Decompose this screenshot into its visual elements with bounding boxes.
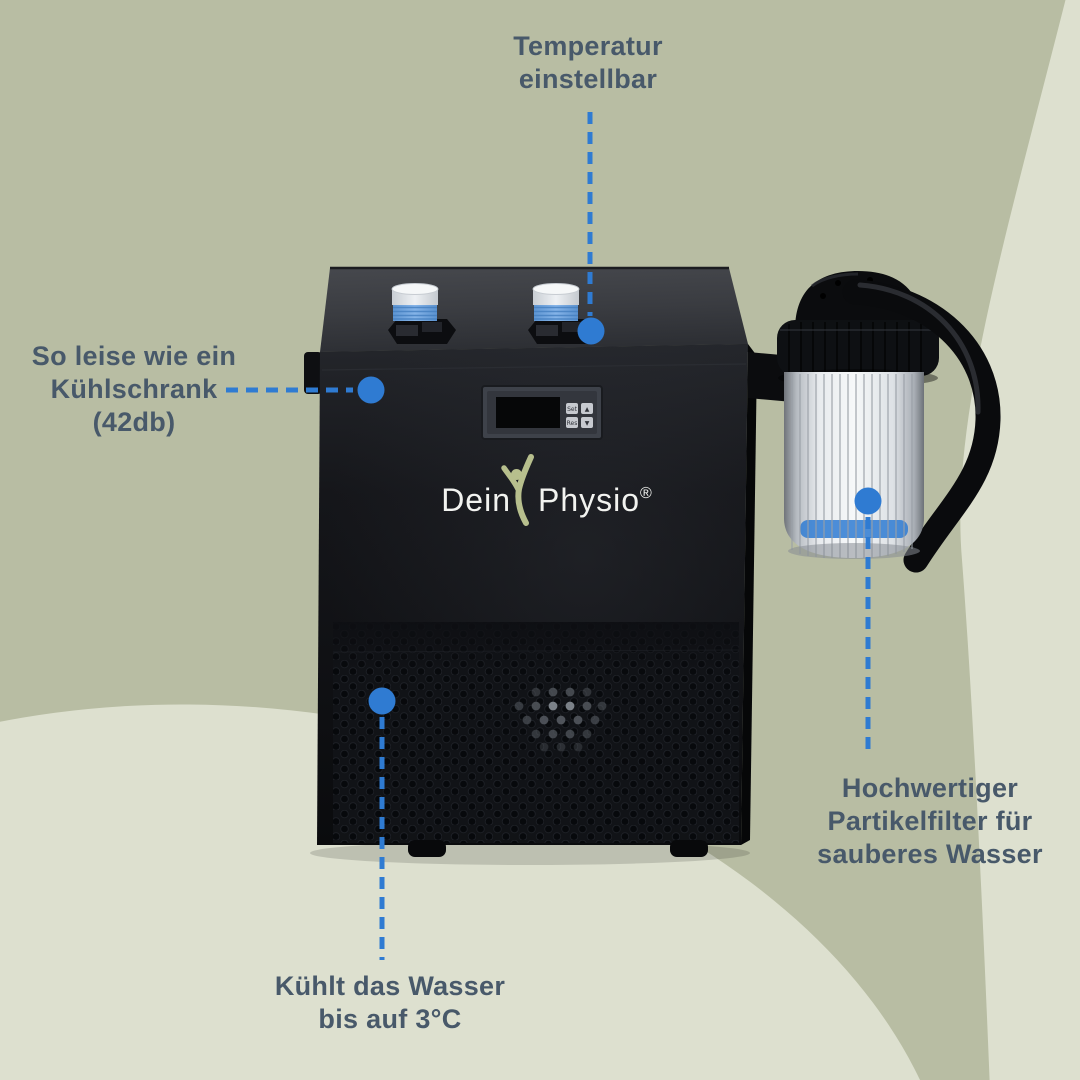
background-blob-bottom-left <box>0 704 957 1080</box>
cap-threads <box>534 306 578 320</box>
button-res[interactable] <box>566 417 578 428</box>
label-noise-line2: Kühlschrank <box>50 374 218 404</box>
device-panel-line <box>321 363 747 371</box>
cap-base-glint <box>536 325 558 336</box>
display-buttons: Set ▲ Res ▼ <box>566 403 593 428</box>
button-set-label: Set <box>567 406 578 413</box>
cap-thread-blue <box>534 304 578 321</box>
chiller-device: Set ▲ Res ▼ Dein Physio® <box>304 266 757 865</box>
filter-collar <box>777 320 939 376</box>
particle-filter <box>748 271 1001 573</box>
label-filter-line3: sauberes Wasser <box>817 839 1043 869</box>
callout-dot-temperature <box>577 317 605 345</box>
cap-thread-blue <box>393 304 437 321</box>
logo-figure-icon <box>501 454 534 526</box>
brand-word-physio: Physio® <box>538 482 653 518</box>
label-noise: So leise wie ein Kühlschrank (42db) <box>32 340 236 439</box>
button-set[interactable] <box>566 403 578 414</box>
temperature-display: Set ▲ Res ▼ <box>481 385 603 440</box>
label-filter-line2: Partikelfilter für <box>827 806 1033 836</box>
label-filter: Hochwertiger Partikelfilter für sauberes… <box>817 772 1043 871</box>
filter-hose <box>842 279 1001 573</box>
filter-bottom-rim <box>788 543 920 559</box>
device-foot-right <box>670 840 708 857</box>
cap-base-glint <box>562 322 582 332</box>
label-temperature: Temperatur einstellbar <box>513 30 663 96</box>
button-res-label: Res <box>567 420 578 427</box>
callouts <box>226 112 882 960</box>
button-down-icon: ▼ <box>585 420 590 427</box>
button-down[interactable] <box>581 417 593 428</box>
brand-logo: Dein Physio® <box>441 454 653 526</box>
label-cooling: Kühlt das Wasser bis auf 3°C <box>275 970 505 1036</box>
vent-light-cluster <box>514 687 607 752</box>
callout-dot-filter <box>854 487 882 515</box>
filler-cap-left <box>388 283 456 344</box>
device-left-fitting <box>304 352 322 394</box>
cap-threads <box>393 306 437 320</box>
device-foot-left <box>408 840 446 857</box>
callout-dot-cooling <box>368 687 396 715</box>
label-filter-line1: Hochwertiger <box>841 773 1019 803</box>
filter-cap-highlight <box>811 272 859 288</box>
device-right-side <box>741 344 757 845</box>
vent-grille <box>332 622 740 843</box>
background-blob-right <box>960 0 1080 1080</box>
cap-white-top <box>532 283 580 295</box>
button-up[interactable] <box>581 403 593 414</box>
callout-dot-noise <box>357 376 385 404</box>
filter-body-ribs <box>791 374 913 558</box>
label-noise-line3: (42db) <box>92 407 176 437</box>
cap-base-glint <box>422 322 442 332</box>
button-up-icon: ▲ <box>585 406 590 413</box>
label-cooling-line2: bis auf 3°C <box>318 1004 462 1034</box>
label-temperature-line2: einstellbar <box>518 64 658 94</box>
cap-white-top <box>391 283 439 295</box>
label-noise-line1: So leise wie ein <box>31 341 237 371</box>
label-cooling-line1: Kühlt das Wasser <box>274 971 506 1001</box>
registered-mark: ® <box>640 485 653 502</box>
display-screen <box>496 397 560 428</box>
brand-word-dein: Dein <box>441 482 511 518</box>
cap-base-glint <box>396 325 418 336</box>
label-temperature-line1: Temperatur <box>513 31 663 61</box>
